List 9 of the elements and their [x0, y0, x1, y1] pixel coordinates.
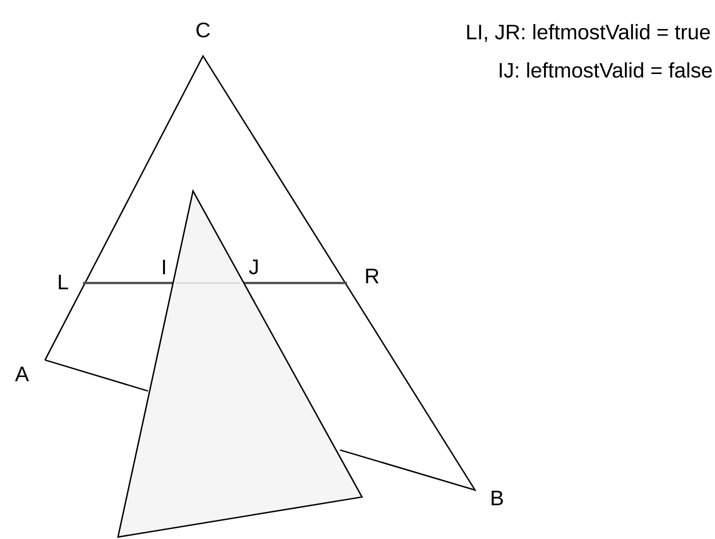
annotation-text: IJ: leftmostValid = false: [500, 62, 712, 78]
point-label: I: [163, 260, 165, 274]
point-label: A: [15, 366, 29, 382]
point-label: J: [249, 260, 258, 274]
point-label: C: [196, 22, 210, 38]
annotation-text: LI, JR: leftmostValid = true: [467, 24, 710, 42]
point-label: R: [366, 268, 379, 284]
point-label: L: [58, 274, 68, 290]
point-label: B: [492, 490, 503, 506]
